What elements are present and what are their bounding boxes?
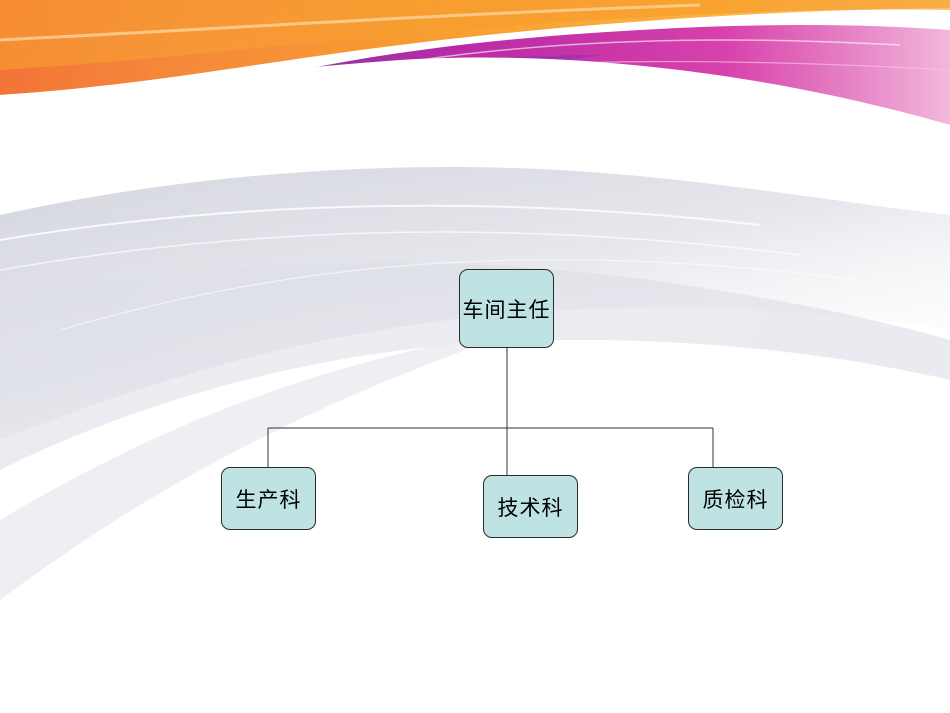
org-node-quality: 质检科 [688, 467, 783, 530]
org-node-production-label: 生产科 [235, 487, 302, 512]
org-node-technical: 技术科 [483, 475, 578, 538]
org-node-quality-label: 质检科 [702, 487, 769, 512]
org-node-production: 生产科 [221, 467, 316, 530]
org-node-root-label: 车间主任 [462, 297, 551, 322]
org-node-technical-label: 技术科 [497, 495, 564, 520]
org-node-root: 车间主任 [459, 269, 554, 348]
